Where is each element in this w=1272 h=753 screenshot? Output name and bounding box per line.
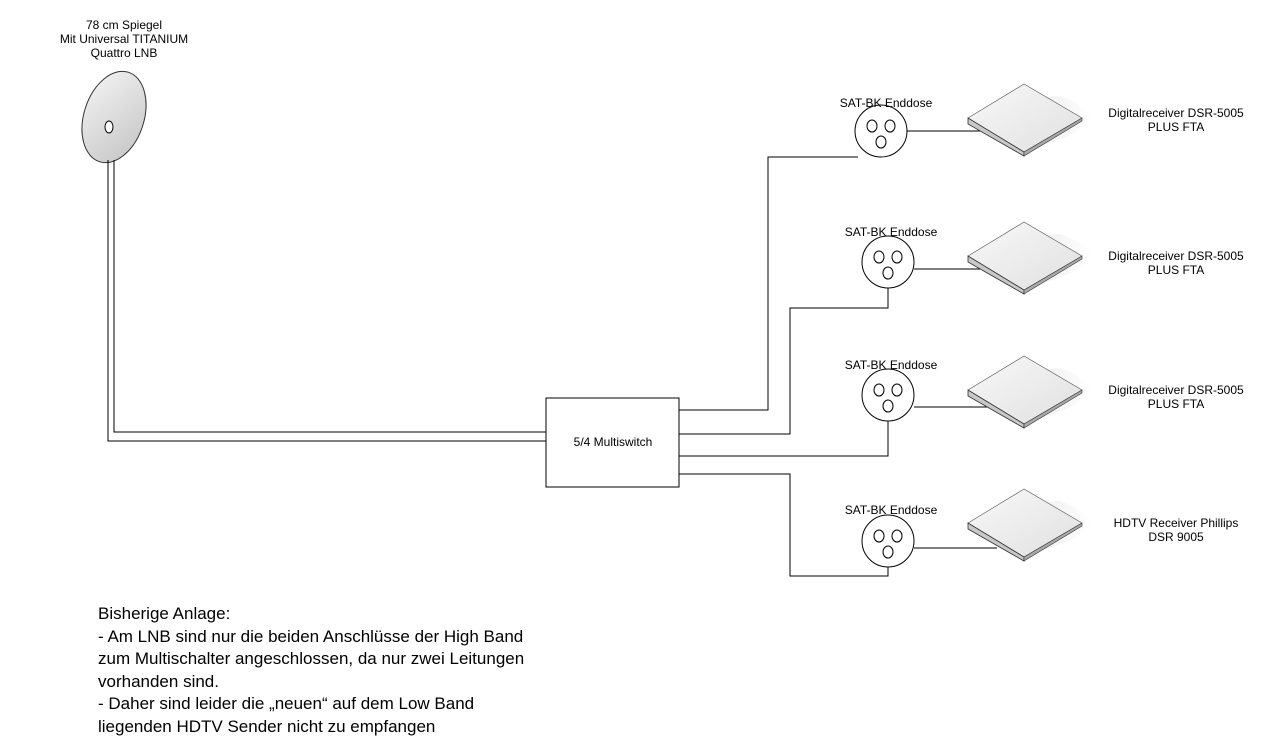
note-line: vorhanden sind. — [98, 671, 219, 691]
multiswitch-box — [545, 397, 680, 488]
receiver-cables — [907, 130, 997, 549]
receiver-icon-2 — [967, 221, 1094, 295]
outlet-icon-1 — [854, 104, 908, 158]
receiver-label-line: PLUS FTA — [1147, 120, 1205, 134]
note-line: - Daher sind leider die „neuen“ auf dem … — [98, 694, 475, 714]
note-line: - Am LNB sind nur die beiden Anschlüsse … — [98, 626, 524, 646]
dish-label-line: Quattro LNB — [90, 46, 158, 60]
outlet-cables — [679, 156, 889, 577]
note-line: liegenden HDTV Sender nicht zu empfangen — [98, 716, 436, 736]
receiver-label-line: Digitalreceiver DSR-5005 — [1108, 383, 1244, 397]
receiver-label-line: Digitalreceiver DSR-5005 — [1108, 106, 1244, 120]
receiver-label-line: PLUS FTA — [1147, 263, 1205, 277]
outlet-icon-4 — [861, 514, 915, 568]
outlet-label-1: SAT-BK Enddose — [839, 96, 933, 110]
outlet-icon-3 — [861, 368, 915, 422]
receiver-icon-1 — [967, 83, 1094, 157]
note-line: zum Multischalter angeschlossen, da nur … — [98, 649, 525, 669]
note-line: Bisherige Anlage: — [98, 604, 231, 623]
dish-label: 78 cm Spiegel Mit Universal TITANIUM Qua… — [44, 18, 204, 60]
receiver-label-2: Digitalreceiver DSR-5005 PLUS FTA — [1096, 249, 1256, 277]
receiver-label-line: PLUS FTA — [1147, 397, 1205, 411]
receiver-icon-3 — [967, 355, 1094, 429]
receiver-label-4: HDTV Receiver Phillips DSR 9005 — [1096, 516, 1256, 544]
receiver-label-3: Digitalreceiver DSR-5005 PLUS FTA — [1096, 383, 1256, 411]
outlet-icon-2 — [861, 235, 915, 289]
installation-note: Bisherige Anlage: - Am LNB sind nur die … — [98, 603, 524, 739]
outlet-label-2: SAT-BK Enddose — [844, 225, 938, 239]
receiver-label-1: Digitalreceiver DSR-5005 PLUS FTA — [1096, 106, 1256, 134]
dish-label-line: Mit Universal TITANIUM — [59, 32, 189, 46]
receiver-label-line: DSR 9005 — [1148, 530, 1204, 544]
outlet-label-3: SAT-BK Enddose — [844, 358, 938, 372]
outlet-label-4: SAT-BK Enddose — [844, 503, 938, 517]
lnb-cables — [107, 160, 546, 442]
receiver-label-line: Digitalreceiver DSR-5005 — [1108, 249, 1244, 263]
satellite-dish-icon — [81, 70, 147, 164]
multiswitch-label: 5/4 Multiswitch — [573, 435, 653, 449]
receiver-icon-4 — [967, 488, 1094, 562]
dish-label-line: 78 cm Spiegel — [85, 18, 163, 32]
receiver-label-line: HDTV Receiver Phillips — [1113, 516, 1239, 530]
